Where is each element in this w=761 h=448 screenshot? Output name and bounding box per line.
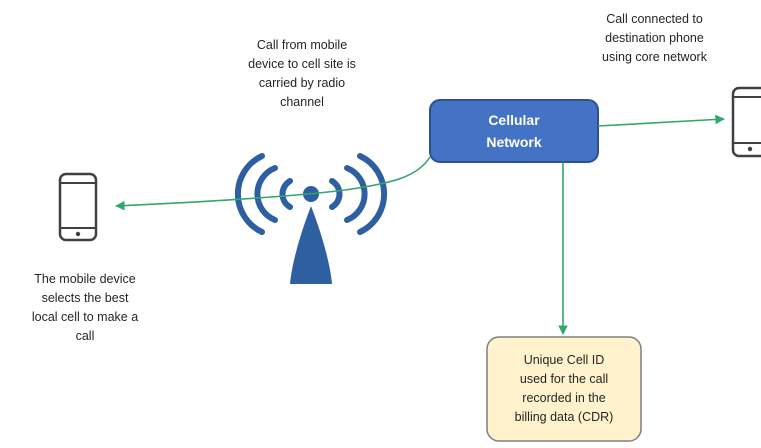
radio-link-arrow — [115, 156, 431, 211]
mobile-device-annotation: The mobile device selects the best local… — [31, 272, 139, 343]
cdr-box — [486, 336, 642, 442]
core-network-annotation: Call connected to destination phone usin… — [602, 12, 707, 64]
cellular-network-label: Cellular Network — [486, 112, 542, 150]
core-network-arrow — [597, 114, 725, 127]
cell-tower-icon — [234, 153, 388, 284]
cellular-network-box — [429, 99, 599, 163]
radio-channel-annotation: Call from mobile device to cell site is … — [248, 38, 356, 109]
mobile-phone-icon — [58, 172, 98, 242]
cdr-label: Unique Cell ID used for the call recorde… — [514, 353, 614, 424]
destination-phone-icon — [731, 86, 761, 158]
